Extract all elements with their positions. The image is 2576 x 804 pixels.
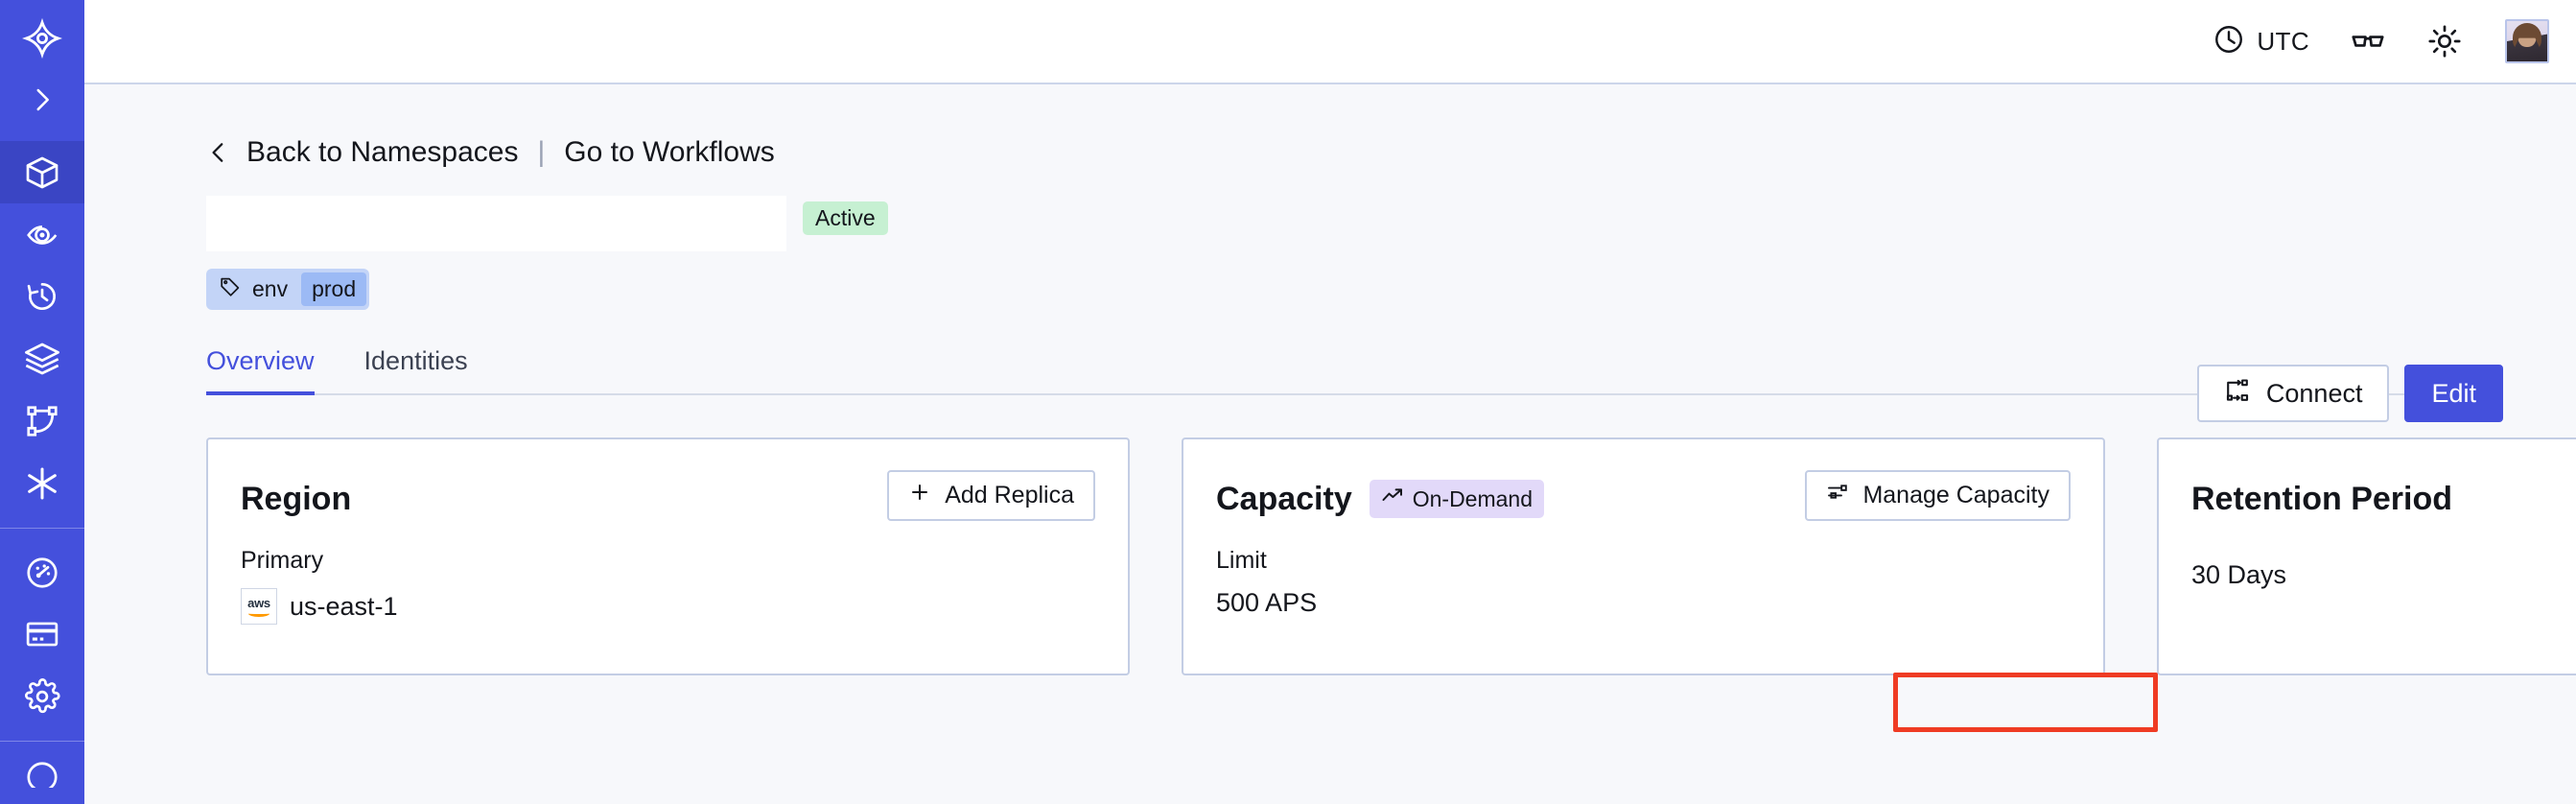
- region-value-row: aws us-east-1: [241, 588, 1095, 625]
- annotation-highlight-manage-capacity: [1893, 673, 2158, 732]
- sidebar-item-help[interactable]: [0, 742, 84, 804]
- back-to-namespaces-link[interactable]: Back to Namespaces: [246, 136, 519, 168]
- status-badge: Active: [803, 201, 888, 235]
- capacity-card-header: Capacity On-Demand: [1216, 470, 2071, 528]
- connect-label: Connect: [2265, 378, 2363, 408]
- region-sub-label: Primary: [241, 547, 324, 574]
- page-actions: Connect Edit: [2196, 365, 2503, 422]
- aws-logo-icon: aws: [241, 588, 277, 625]
- capacity-card-title: Capacity: [1216, 480, 1352, 517]
- retention-card: Retention Period 30 Days: [2157, 437, 2576, 675]
- main-area: UTC: [84, 0, 2576, 804]
- clock-icon: [2213, 23, 2245, 60]
- sidebar-item-layers[interactable]: [0, 328, 84, 390]
- region-card-title: Region: [241, 480, 352, 517]
- aws-logo-text: aws: [247, 595, 270, 610]
- connect-button[interactable]: Connect: [2196, 365, 2390, 422]
- breadcrumb-separator: |: [537, 136, 546, 168]
- timezone-label: UTC: [2257, 26, 2309, 56]
- region-card: Region Add Replica Primary: [206, 437, 1130, 675]
- region-value: us-east-1: [290, 591, 398, 621]
- trending-up-icon: [1381, 485, 1404, 513]
- sliders-icon: [1826, 481, 1849, 510]
- sidebar-item-workflows[interactable]: [0, 390, 84, 453]
- namespace-tags: env prod: [206, 269, 2576, 310]
- on-demand-label: On-Demand: [1412, 485, 1534, 511]
- capacity-card: Capacity On-Demand: [1182, 437, 2105, 675]
- tab-identities[interactable]: Identities: [363, 346, 468, 375]
- top-bar: UTC: [84, 0, 2576, 84]
- add-replica-label: Add Replica: [945, 482, 1074, 508]
- sidebar-item-billing[interactable]: [0, 603, 84, 666]
- timezone-selector[interactable]: UTC: [2213, 23, 2309, 60]
- glasses-icon[interactable]: [2350, 23, 2386, 59]
- aws-smile: [248, 610, 269, 617]
- on-demand-badge: On-Demand: [1369, 480, 1545, 518]
- plus-icon: [908, 481, 931, 510]
- tag-icon: [219, 275, 242, 304]
- add-replica-button[interactable]: Add Replica: [887, 470, 1095, 521]
- capacity-value: 500 APS: [1216, 588, 1318, 617]
- sidebar: [0, 0, 84, 804]
- sidebar-divider-2: [0, 741, 84, 743]
- sidebar-item-usage[interactable]: [0, 541, 84, 603]
- go-to-workflows-link[interactable]: Go to Workflows: [564, 136, 775, 168]
- retention-card-header: Retention Period: [2191, 470, 2576, 528]
- region-card-header: Region: [241, 470, 1095, 528]
- redacted-title-overlay: [206, 196, 786, 251]
- namespace-title-row: Active: [206, 196, 2576, 255]
- logo-icon[interactable]: [0, 6, 84, 72]
- sidebar-item-namespaces[interactable]: [0, 141, 84, 204]
- tab-overview[interactable]: Overview: [206, 346, 315, 395]
- edit-button[interactable]: Edit: [2404, 365, 2503, 422]
- retention-value: 30 Days: [2191, 560, 2287, 589]
- overview-cards: Region Add Replica Primary: [206, 437, 2576, 675]
- sidebar-item-observability[interactable]: [0, 203, 84, 266]
- page-content: Back to Namespaces | Go to Workflows Act…: [84, 84, 2576, 804]
- chevron-left-icon[interactable]: [206, 138, 231, 167]
- tag-key: env: [252, 276, 289, 301]
- breadcrumb: Back to Namespaces | Go to Workflows: [206, 136, 2576, 169]
- avatar[interactable]: [2505, 19, 2549, 63]
- manage-capacity-button[interactable]: Manage Capacity: [1805, 470, 2071, 521]
- expand-icon[interactable]: [0, 72, 84, 129]
- connect-flow-icon: [2224, 377, 2251, 411]
- retention-card-title: Retention Period: [2191, 480, 2453, 517]
- sidebar-item-nexus[interactable]: [0, 453, 84, 515]
- manage-capacity-label: Manage Capacity: [1862, 482, 2049, 508]
- capacity-sub-label: Limit: [1216, 547, 1267, 574]
- sidebar-item-settings[interactable]: [0, 666, 84, 728]
- sidebar-divider-1: [0, 527, 84, 529]
- tab-bar: Overview Identities: [206, 346, 2471, 395]
- tag-chip-env[interactable]: env prod: [206, 269, 370, 310]
- sidebar-item-history[interactable]: [0, 266, 84, 328]
- sun-icon[interactable]: [2426, 23, 2463, 59]
- tag-value: prod: [301, 272, 367, 306]
